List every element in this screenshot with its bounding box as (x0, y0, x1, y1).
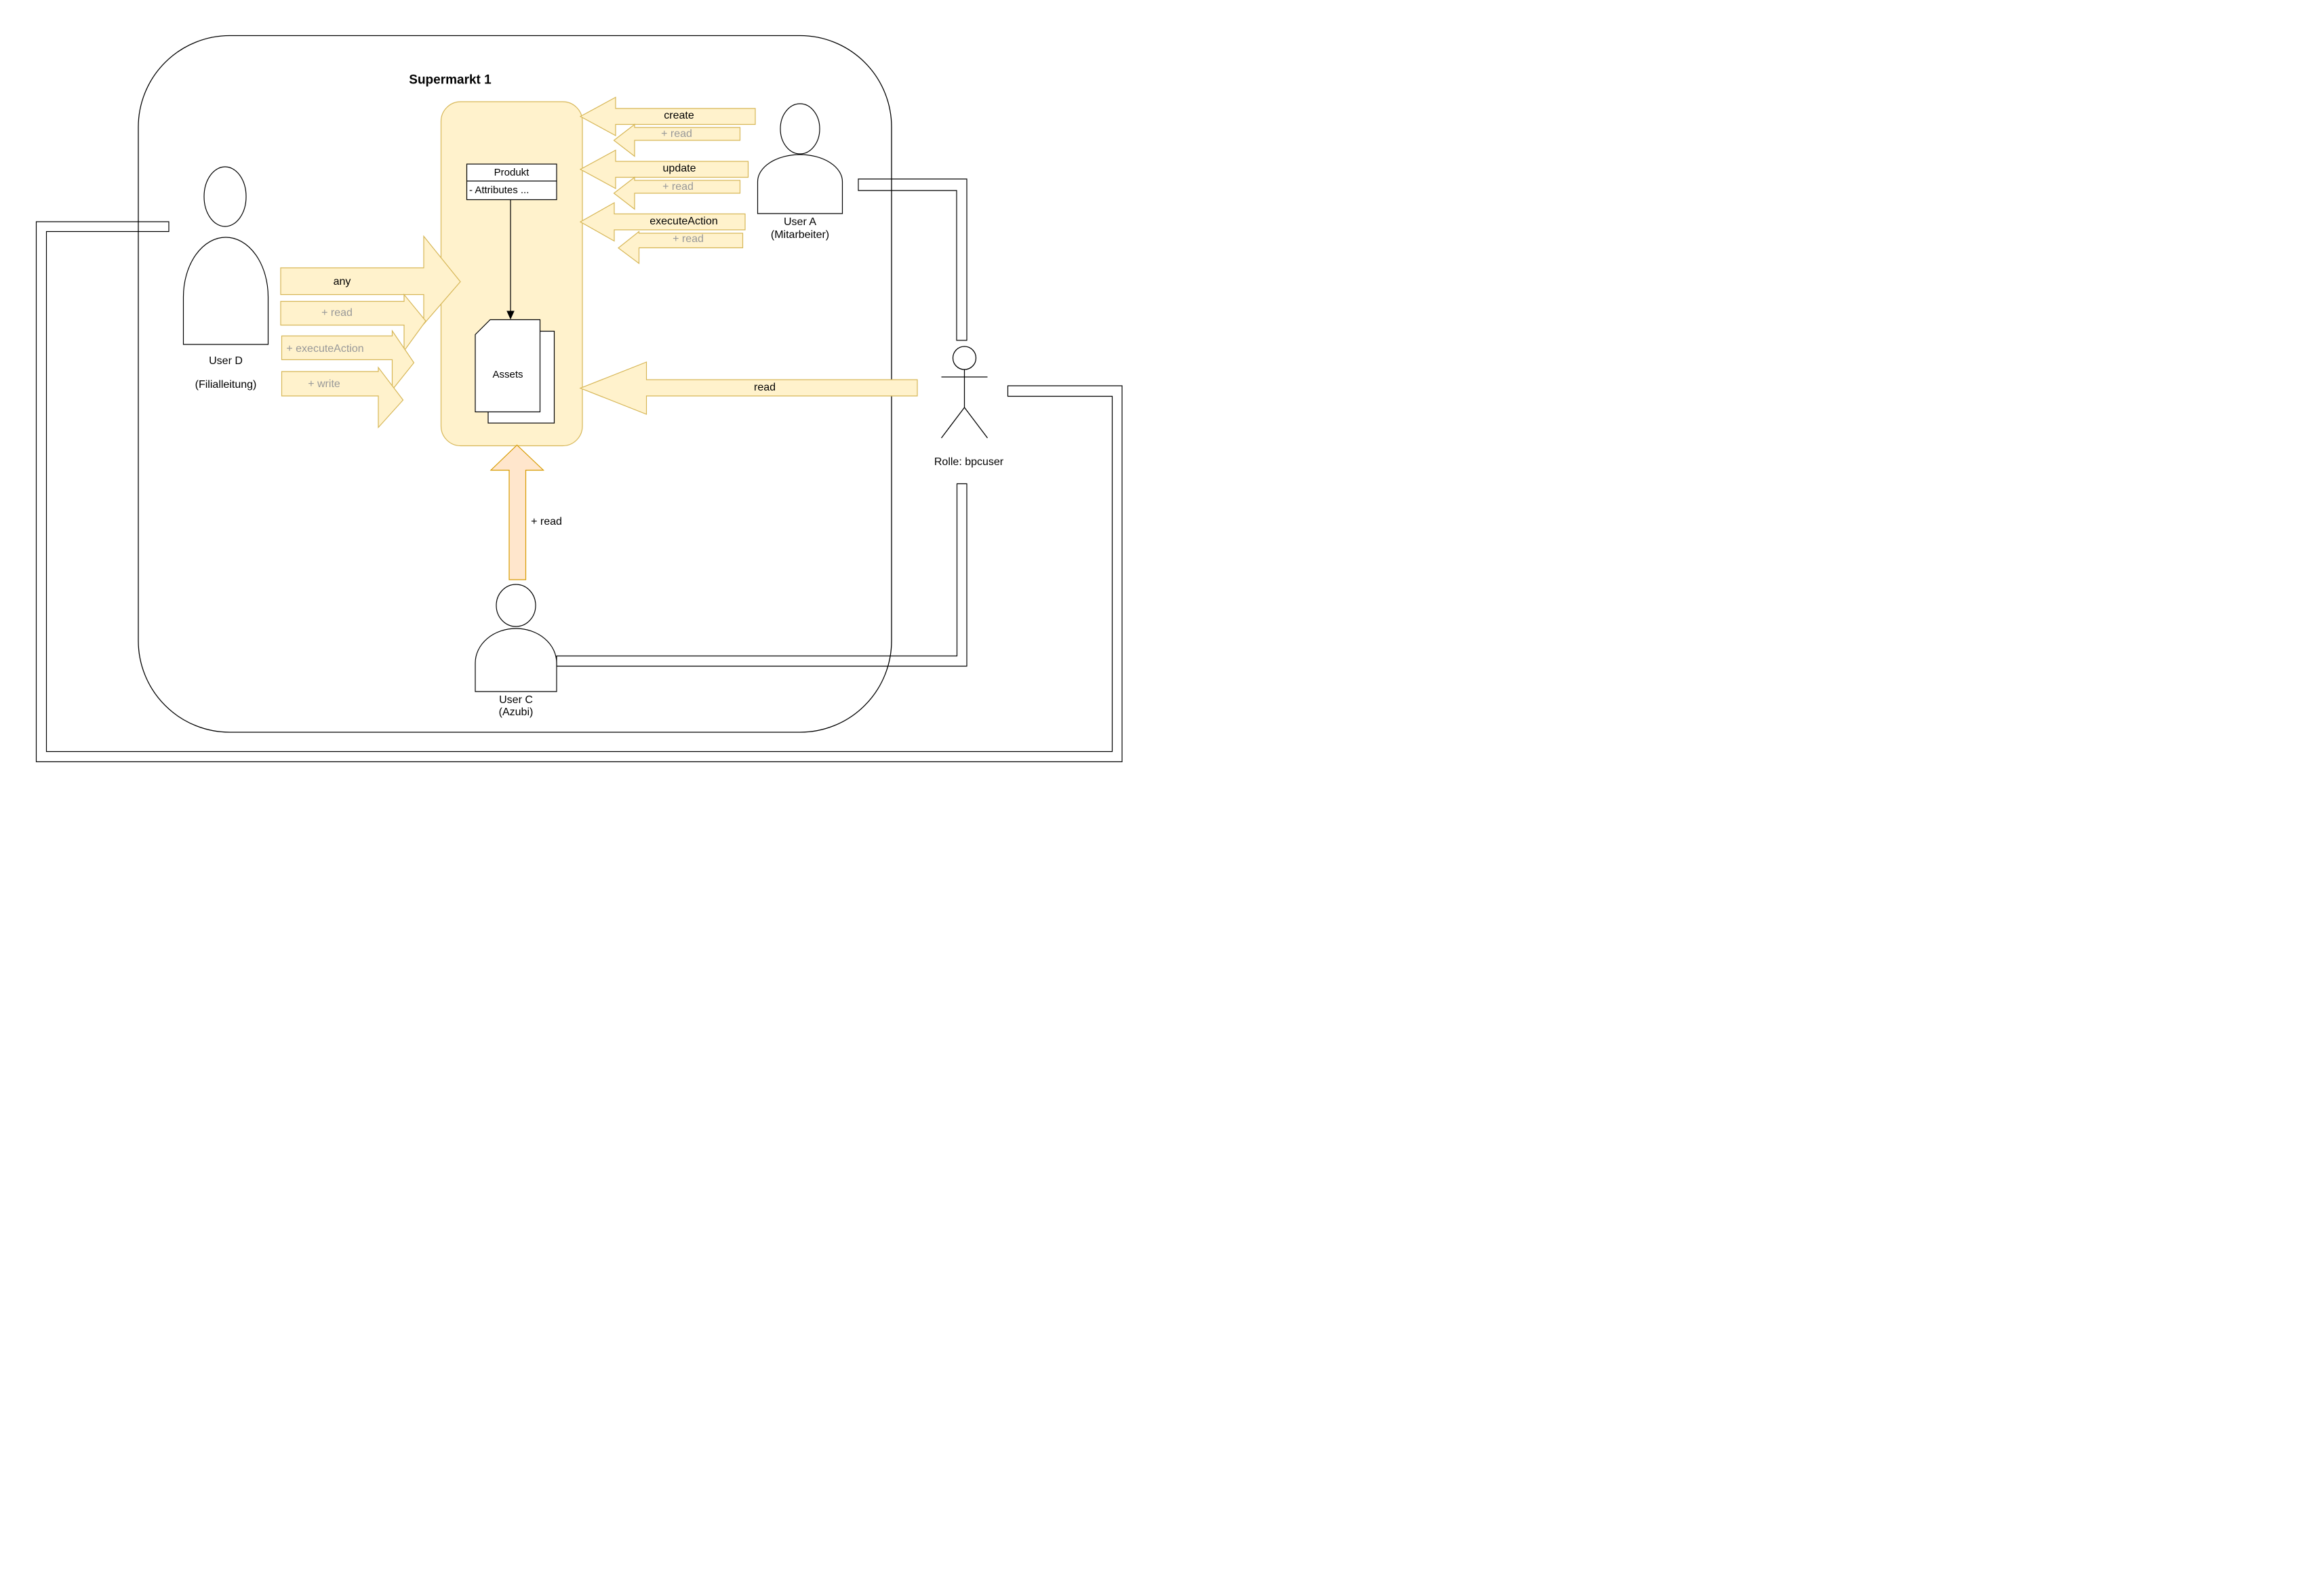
user-a-figure (757, 103, 843, 214)
connector-user-a-to-role (858, 178, 967, 341)
produkt-assets-arrowhead-icon (506, 311, 515, 320)
user-c-head (496, 584, 536, 627)
user-c-figure (475, 584, 557, 692)
arrow-executeaction (579, 201, 746, 242)
arrow-executeaction-read (618, 231, 744, 264)
arrow-create (579, 96, 756, 137)
connector-user-d-to-role (35, 221, 1123, 763)
arrow-role-read (579, 361, 918, 415)
user-c-body (475, 628, 557, 692)
label-user-d-executeaction: + executeAction (286, 342, 364, 355)
user-d-figure (182, 166, 269, 345)
role-label: Rolle: bpcuser (934, 456, 1004, 468)
role-head (952, 346, 977, 370)
arrow-create-read (613, 123, 741, 157)
label-user-c-read: + read (531, 516, 562, 528)
role-leg-left (940, 407, 965, 439)
user-a-name: User A (783, 216, 817, 228)
user-d-body (182, 237, 269, 345)
produkt-box (466, 163, 557, 201)
user-a-role: (Mitarbeiter) (770, 228, 830, 241)
label-user-d-read: + read (321, 307, 353, 319)
assets-doc-front (475, 319, 541, 413)
arrow-user-d-executeaction (281, 330, 415, 391)
label-role-read: read (753, 382, 776, 394)
user-a-head (780, 103, 820, 155)
user-d-head (203, 166, 247, 227)
diagram-canvas: Supermarkt 1 any + read + executeAction … (0, 0, 1158, 798)
label-create-read: + read (661, 128, 692, 140)
role-stick-figure (940, 346, 989, 439)
user-c-role: (Azubi) (498, 706, 534, 719)
user-c-name: User C (499, 694, 533, 706)
label-create: create (664, 109, 694, 121)
role-leg-right (963, 407, 989, 439)
user-d-role: (Filialleitung) (195, 378, 257, 391)
label-executeaction: executeAction (650, 215, 718, 227)
label-update: update (662, 162, 696, 174)
container-title: Supermarkt 1 (409, 73, 492, 87)
arrow-update-read (613, 176, 741, 210)
arrow-user-c-read (490, 444, 545, 580)
label-update-read: + read (662, 181, 694, 193)
label-any: any (333, 275, 351, 287)
connector-role-to-user-c (556, 483, 967, 667)
label-executeaction-read: + read (673, 233, 704, 245)
assets-label: Assets (492, 368, 523, 380)
produkt-title: Produkt (494, 166, 530, 178)
user-d-name: User D (209, 355, 243, 367)
arrow-any (280, 235, 461, 325)
user-a-body (757, 154, 843, 214)
arrow-user-d-write (281, 366, 404, 429)
arrow-update (579, 149, 749, 190)
arrow-user-d-read (280, 293, 426, 353)
label-user-d-write: + write (308, 378, 340, 390)
diagram-shapes (35, 35, 1123, 763)
produkt-attributes: - Attributes ... (469, 184, 530, 196)
